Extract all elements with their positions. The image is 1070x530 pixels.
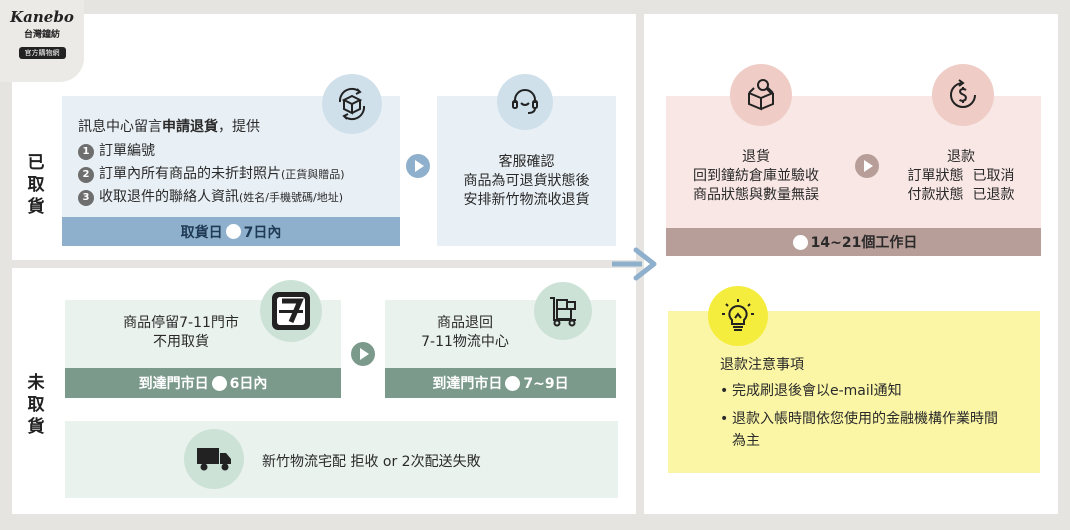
next-step-arrow-icon	[855, 154, 879, 178]
transition-arrow-icon	[612, 244, 658, 284]
seven-eleven-icon	[260, 280, 322, 342]
delivery-truck-icon	[184, 429, 244, 489]
next-step-arrow-icon	[406, 154, 430, 178]
not-picked-up-label: 未取貨	[27, 373, 45, 437]
refund-status-text: 退款 訂單狀態 已取消 付款狀態 已退款	[907, 149, 1015, 203]
warehouse-return-text: 退貨 回到鐘紡倉庫並驗收 商品狀態與數量無誤	[693, 149, 819, 203]
brand-badge: 官方購物網	[18, 47, 66, 59]
refund-notes-title: 退款注意事項	[720, 357, 804, 373]
refund-note-item: •完成刷退後會以e-mail通知	[720, 383, 902, 399]
apply-return-intro: 訊息中心留言申請退貨，提供	[78, 119, 260, 135]
inspect-box-icon	[730, 64, 792, 126]
headset-icon	[497, 74, 553, 130]
next-step-arrow-icon	[351, 342, 375, 366]
lightbulb-icon	[708, 286, 768, 346]
service-confirm-text: 客服確認 商品為可退貨狀態後 安排新竹物流收退貨	[463, 154, 590, 208]
picked-up-label: 已取貨	[27, 153, 45, 217]
return-box-icon	[322, 74, 382, 134]
hand-truck-icon	[534, 282, 592, 340]
brand-sub: 台灣鐘紡	[23, 30, 60, 40]
return-center-text: 商品退回 7-11物流中心	[421, 315, 509, 350]
rejection-text: 新竹物流宅配 拒收 or 2次配送失敗	[262, 454, 481, 470]
working-days-bar: 14~21個工作日	[666, 228, 1041, 256]
refund-note-item: •退款入帳時間依您使用的金融機構作業時間為主	[720, 411, 998, 449]
refund-dollar-icon	[932, 64, 994, 126]
brand-logo: Kanebo 台灣鐘紡 官方購物網	[0, 0, 84, 82]
store-hold-text: 商品停留7-11門市 不用取貨	[123, 315, 239, 350]
rejection-card	[65, 421, 618, 498]
refund-notes-text: 退款注意事項 •完成刷退後會以e-mail通知 •退款入帳時間依您使用的金融機構…	[720, 354, 1020, 452]
brand-name: Kanebo	[10, 8, 74, 26]
